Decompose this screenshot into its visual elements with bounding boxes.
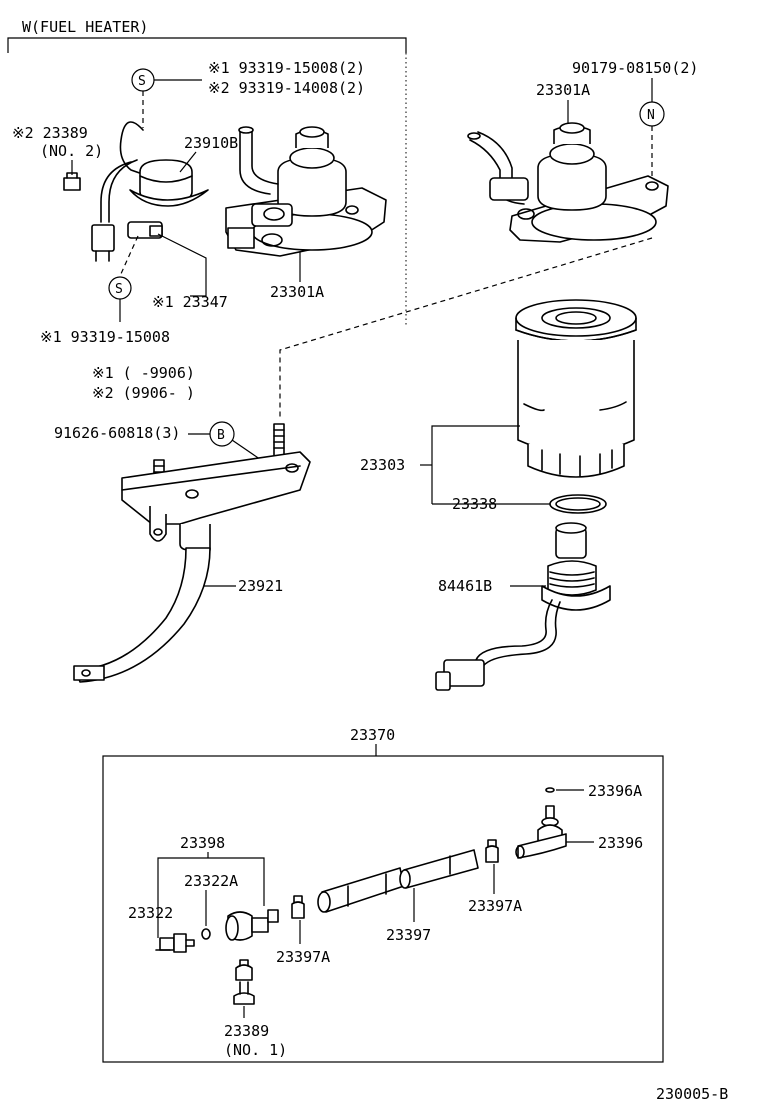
label-23303: 23303 xyxy=(360,456,405,474)
filter-23303-part xyxy=(515,299,637,478)
label-23910b: 23910B xyxy=(184,134,238,152)
label-90179: 90179-08150(2) xyxy=(572,59,698,77)
label-23397: 23397 xyxy=(386,926,431,944)
label-clamp-no1: 23389 xyxy=(224,1022,269,1040)
label-23396a: 23396A xyxy=(588,782,642,800)
svg-text:N: N xyxy=(647,108,655,123)
leader-bracket-23303 xyxy=(431,425,520,504)
label-23301a-right: 23301A xyxy=(536,81,590,99)
note-2: ※2 (9906- ) xyxy=(92,384,195,402)
label-kit-s-1: ※1 93319-15008(2) xyxy=(208,59,365,77)
hose-23397-part xyxy=(317,849,479,913)
label-23338: 23338 xyxy=(452,495,497,513)
svg-text:B: B xyxy=(217,428,225,443)
leader-s-bottom xyxy=(119,235,139,277)
mount-dashed-guide xyxy=(279,237,653,420)
clamp-no1-part xyxy=(233,959,255,1005)
callout-b: B xyxy=(209,421,235,447)
callout-s-bottom: S xyxy=(108,276,132,300)
kit-box-23370 xyxy=(102,755,664,1063)
oring-23338-part xyxy=(549,494,607,514)
variant-bracket xyxy=(7,37,407,53)
label-23398: 23398 xyxy=(180,834,225,852)
label-23396: 23396 xyxy=(598,834,643,852)
label-clamp-no1-sub: (NO. 1) xyxy=(224,1041,287,1059)
label-s-bottom: ※1 93319-15008 xyxy=(40,328,170,346)
clip-23397a-right-part xyxy=(485,839,499,863)
callout-s-top: S xyxy=(131,68,155,92)
label-clamp-no2: ※2 23389 xyxy=(12,124,88,142)
label-91626: 91626-60818(3) xyxy=(54,424,180,442)
svg-text:S: S xyxy=(115,282,123,297)
leader-23398 xyxy=(157,852,265,938)
label-23397a-left: 23397A xyxy=(276,948,330,966)
leader-23910b xyxy=(179,151,197,173)
label-23370: 23370 xyxy=(350,726,395,744)
label-84461b: 84461B xyxy=(438,577,492,595)
label-kit-s-2: ※2 93319-14008(2) xyxy=(208,79,365,97)
fitting-23396-part xyxy=(515,805,567,859)
label-23347: ※1 23347 xyxy=(152,293,228,311)
clamp-no2-part xyxy=(63,172,81,191)
heater-23910b-part xyxy=(129,159,209,207)
filter-head-left-part xyxy=(225,126,387,257)
callout-n: N xyxy=(639,101,665,127)
svg-text:S: S xyxy=(138,74,146,89)
label-clamp-no2-sub: (NO. 2) xyxy=(40,142,103,160)
bracket-23921-part xyxy=(73,423,311,683)
figure-id: 230005-B xyxy=(656,1085,728,1103)
label-23322: 23322 xyxy=(128,904,173,922)
label-23322a: 23322A xyxy=(184,872,238,890)
leader-23347 xyxy=(157,233,207,297)
sensor-84461b-part xyxy=(435,522,611,691)
clip-23397a-left-part xyxy=(291,895,305,919)
label-23397a-right: 23397A xyxy=(468,897,522,915)
valve-23322-part xyxy=(155,933,195,953)
oring-23322a-part xyxy=(201,928,211,940)
union-23398-part xyxy=(225,909,279,941)
filter-head-right-part xyxy=(467,122,669,243)
sensor-23347-part xyxy=(127,221,163,239)
note-1: ※1 ( -9906) xyxy=(92,364,195,382)
variant-title: W(FUEL HEATER) xyxy=(22,18,148,36)
oring-23396a-part xyxy=(545,787,555,793)
label-23301a-left: 23301A xyxy=(270,283,324,301)
label-23921: 23921 xyxy=(238,577,283,595)
